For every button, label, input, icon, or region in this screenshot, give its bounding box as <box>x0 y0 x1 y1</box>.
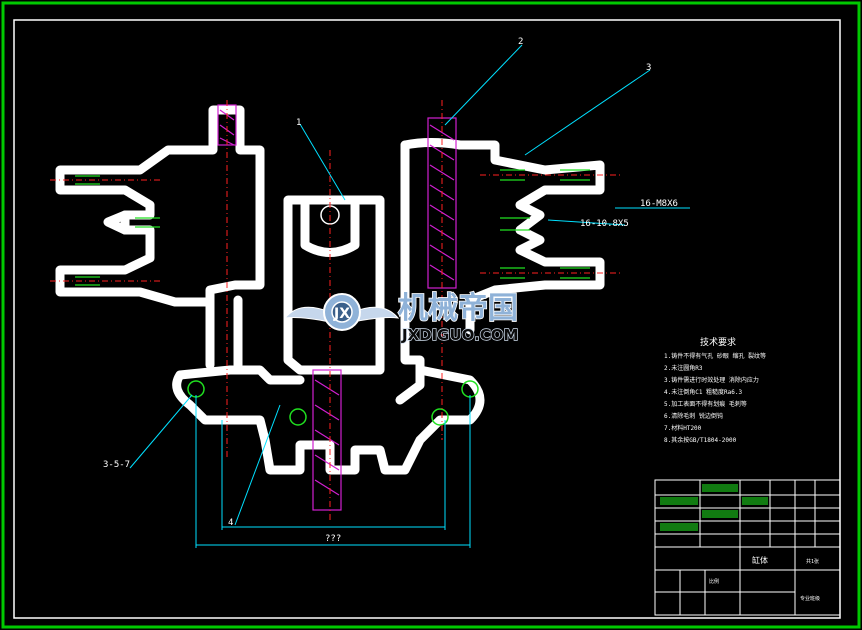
note-line: 8.其余按GB/T1804-2000 <box>664 436 737 444</box>
note-line: 4.未注倒角C1 粗糙度Ra6.3 <box>664 388 743 396</box>
title-school: 专业班级 <box>800 595 820 602</box>
callout-2: 2 <box>518 37 523 47</box>
callout-4: 4 <box>228 518 233 528</box>
title-sheet: 共1张 <box>806 558 819 565</box>
callout-1: 1 <box>296 118 301 128</box>
title-block <box>654 479 841 616</box>
callout-3: 3 <box>646 63 651 73</box>
note-line: 5.加工表面不得有划痕 毛刺等 <box>664 400 747 408</box>
callout-5: 3-5-7 <box>103 460 130 470</box>
technical-notes: 技术要求 1.铸件不得有气孔 砂眼 缩孔 裂纹等 2.未注圆角R3 3.铸件需进… <box>664 336 766 444</box>
title-scale: 比例 <box>709 578 719 585</box>
note-line: 1.铸件不得有气孔 砂眼 缩孔 裂纹等 <box>664 352 766 360</box>
title-part-name: 缸体 <box>752 555 768 565</box>
svg-text:JX: JX <box>333 306 350 322</box>
watermark-logo: JX <box>283 293 400 331</box>
title-block-fills <box>660 484 768 531</box>
note-line: 3.铸件需进行时效处理 消除内应力 <box>664 376 759 384</box>
dimension-lines <box>195 395 471 548</box>
notes-title: 技术要求 <box>700 336 736 348</box>
note-line: 2.未注圆角R3 <box>664 364 703 372</box>
note-line: 6.清除毛刺 锐边倒钝 <box>664 412 723 420</box>
leader-lines <box>129 44 690 526</box>
thread-lines <box>75 169 590 286</box>
dimension-value: ??? <box>325 534 341 544</box>
callout-7: 16-10.8X5 <box>580 219 629 229</box>
center-lines <box>50 100 620 520</box>
watermark-domain: JXDIGUO.COM <box>401 326 518 344</box>
watermark-brand: 机械帝国 <box>398 291 518 326</box>
callout-6: 16-M8X6 <box>640 199 678 209</box>
note-line: 7.材料HT200 <box>664 424 702 432</box>
inner-frame <box>13 19 841 619</box>
